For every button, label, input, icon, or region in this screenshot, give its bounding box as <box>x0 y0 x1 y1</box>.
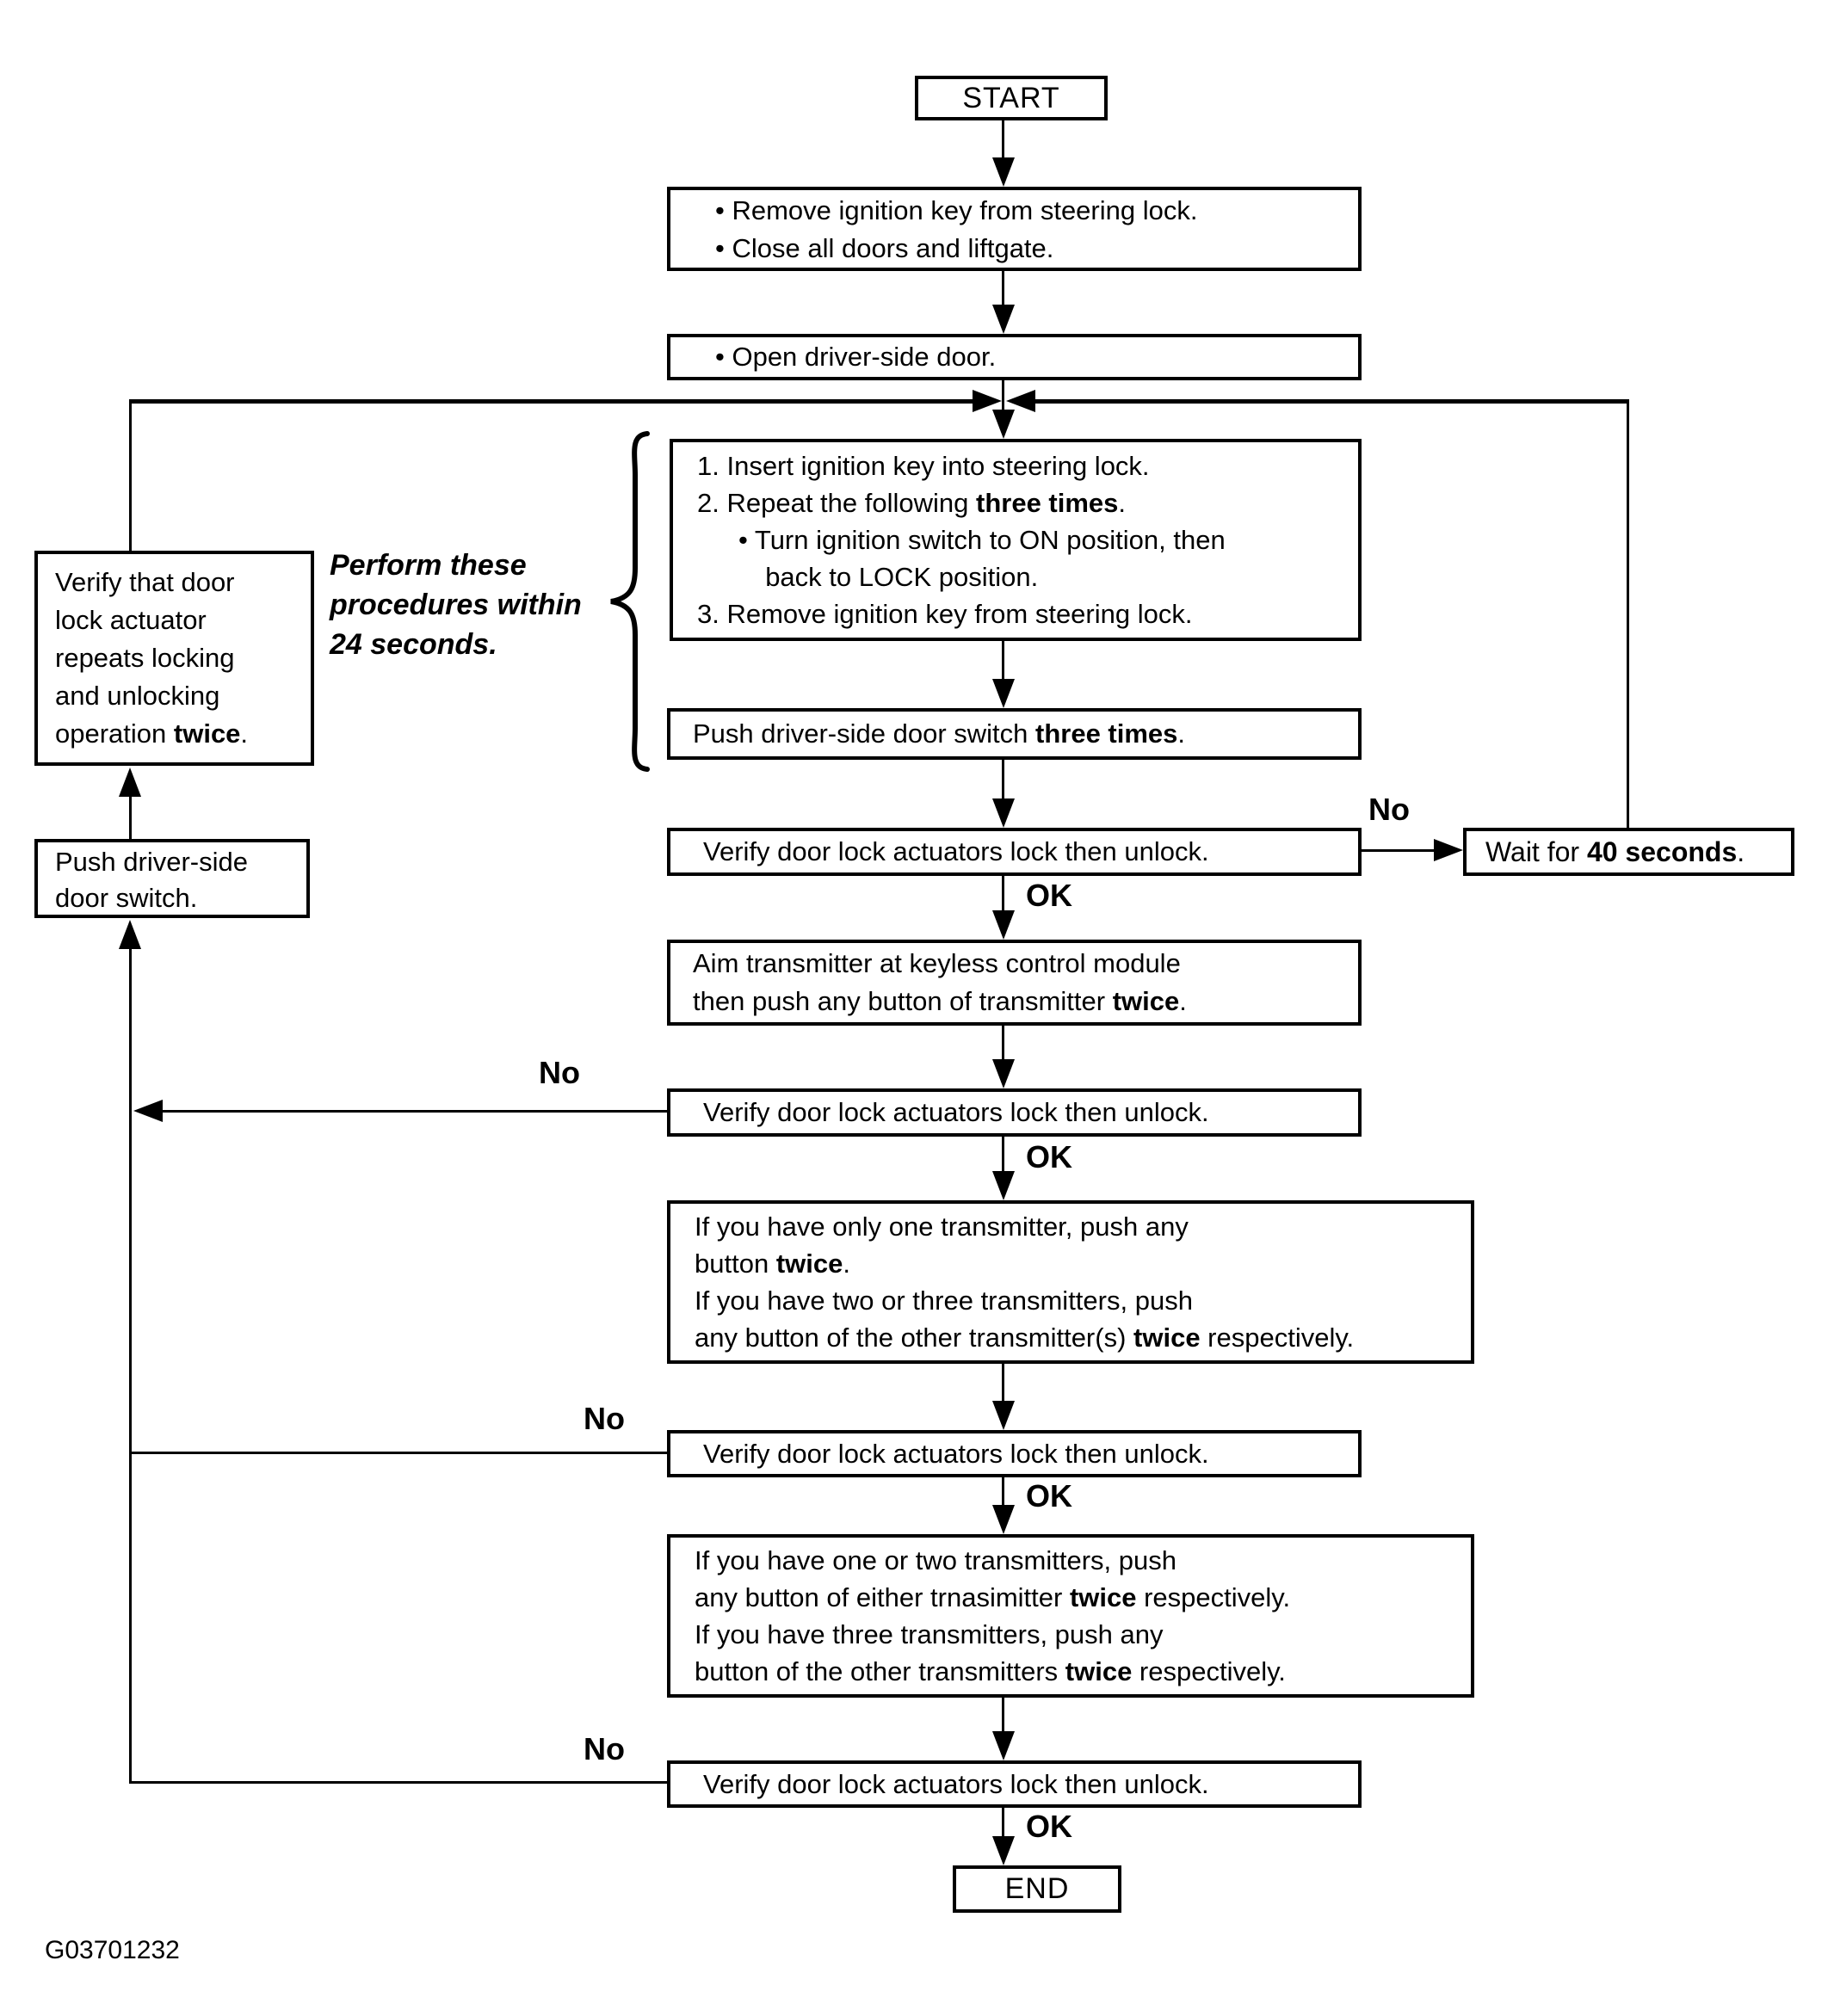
edge-prep-open <box>1002 270 1004 307</box>
arrowhead-down-icon <box>992 1171 1015 1200</box>
verify-actuators-3-node: Verify door lock actuators lock then unl… <box>667 1430 1362 1477</box>
verify-actuators-2-node: Verify door lock actuators lock then unl… <box>667 1088 1362 1137</box>
edge-verify4-end <box>1002 1808 1004 1839</box>
no-label-1: No <box>1368 792 1410 827</box>
ignition-cycle-node: 1. Insert ignition key into steering loc… <box>670 439 1362 641</box>
edge-retry-left-return <box>129 399 974 404</box>
open-door-node: • Open driver-side door. <box>667 334 1362 380</box>
verify-actuators-4-node: Verify door lock actuators lock then unl… <box>667 1760 1362 1808</box>
edge-push3-verify1 <box>1002 760 1004 801</box>
arrowhead-down-icon <box>992 410 1015 439</box>
arrowhead-down-icon <box>992 798 1015 828</box>
arrowhead-down-icon <box>992 157 1015 187</box>
edge-open-cycle <box>1002 380 1004 415</box>
edge-verify3-multitx <box>1002 1477 1004 1507</box>
wait-40-seconds-node: Wait for 40 seconds. <box>1463 828 1794 876</box>
edge-verify4-no <box>132 1781 667 1784</box>
edge-verify2-onetx <box>1002 1137 1004 1174</box>
edge-verify3-no <box>132 1452 667 1454</box>
edge-pushswitch-actuator <box>129 793 132 841</box>
edge-verify2-no <box>160 1110 667 1113</box>
arrowhead-up-icon <box>119 920 141 949</box>
arrowhead-down-icon <box>992 1731 1015 1760</box>
edge-multitx-verify4 <box>1002 1698 1004 1734</box>
ok-label-4: OK <box>1026 1809 1072 1844</box>
arrowhead-down-icon <box>992 910 1015 940</box>
arrowhead-left-icon <box>1006 390 1035 412</box>
multi-transmitter-node: If you have one or two transmitters, pus… <box>667 1534 1474 1698</box>
arrowhead-down-icon <box>992 1836 1015 1865</box>
ok-label-1: OK <box>1026 878 1072 913</box>
edge-start-prep <box>1002 119 1004 160</box>
arrowhead-right-icon <box>1434 839 1463 861</box>
no-label-2: No <box>539 1055 580 1090</box>
edge-onetx-verify3 <box>1002 1364 1004 1403</box>
no-label-4: No <box>584 1731 625 1766</box>
aim-transmitter-node: Aim transmitter at keyless control modul… <box>667 940 1362 1026</box>
ok-label-2: OK <box>1026 1139 1072 1174</box>
verify-actuators-1-node: Verify door lock actuators lock then unl… <box>667 828 1362 876</box>
arrowhead-down-icon <box>992 1505 1015 1534</box>
edge-actuator-return-up <box>129 399 132 552</box>
edge-wait-return-up <box>1627 399 1629 828</box>
push-door-switch-three-times-node: Push driver-side door switch three times… <box>667 708 1362 760</box>
end-node: END <box>953 1865 1121 1913</box>
arrowhead-up-icon <box>119 768 141 797</box>
no-label-3: No <box>584 1401 625 1436</box>
one-transmitter-node: If you have only one transmitter, push a… <box>667 1200 1474 1364</box>
edge-aim-verify2 <box>1002 1026 1004 1062</box>
edge-no-rail <box>129 946 132 1784</box>
arrowhead-down-icon <box>992 1059 1015 1088</box>
prep-steps-node: • Remove ignition key from steering lock… <box>667 187 1362 271</box>
arrowhead-down-icon <box>992 1401 1015 1430</box>
edge-verify1-no-wait <box>1362 849 1436 852</box>
edge-retry-right-return <box>1035 399 1629 404</box>
start-node: START <box>915 76 1108 120</box>
arrowhead-right-icon <box>973 390 1002 412</box>
edge-cycle-push3 <box>1002 641 1004 681</box>
ok-label-3: OK <box>1026 1478 1072 1514</box>
arrowhead-down-icon <box>992 679 1015 708</box>
edge-verify1-aim <box>1002 876 1004 913</box>
arrowhead-left-icon <box>133 1100 163 1122</box>
brace-icon <box>610 431 650 772</box>
figure-id: G03701232 <box>45 1936 180 1964</box>
arrowhead-down-icon <box>992 305 1015 334</box>
